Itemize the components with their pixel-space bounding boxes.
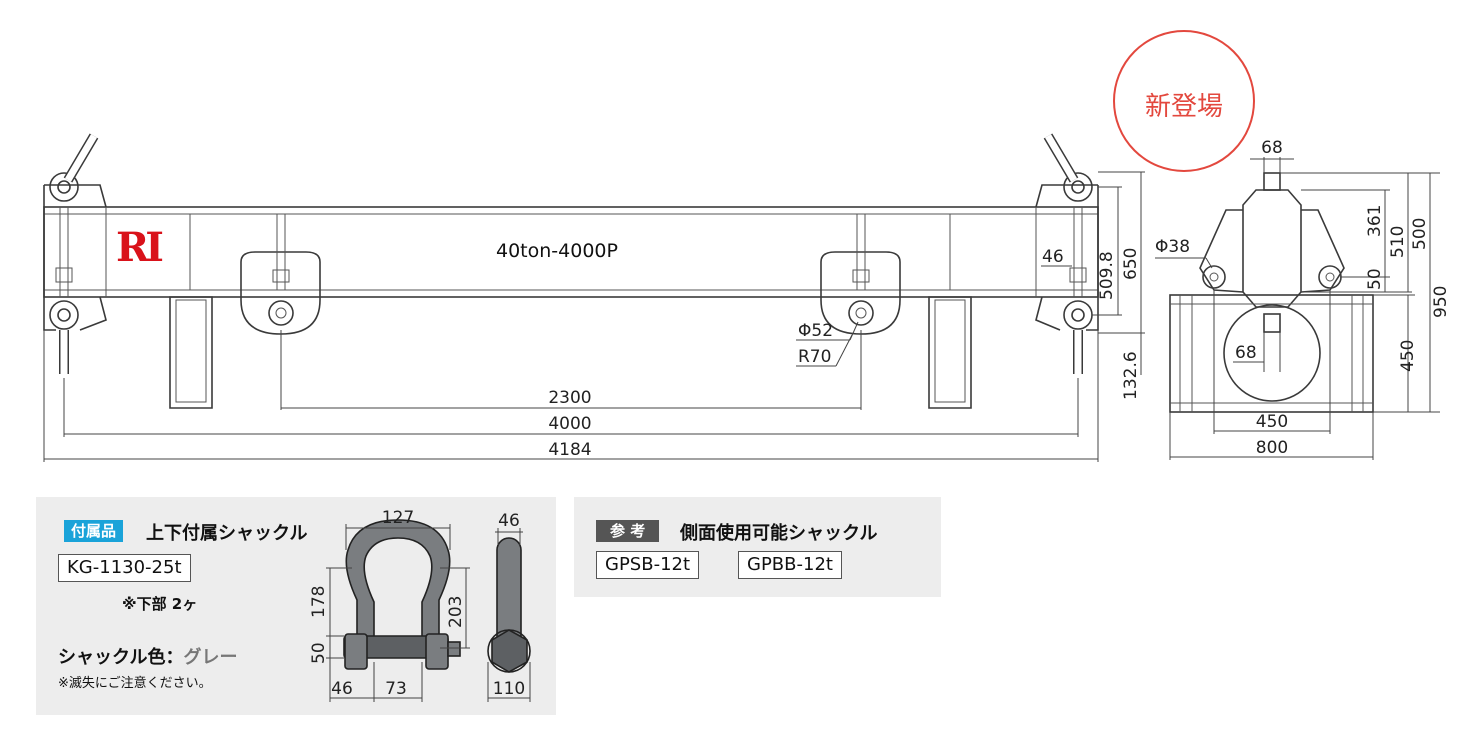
reference-title: 側面使用可能シャックル (680, 523, 878, 544)
dim-50-shackle: 50 (309, 642, 329, 664)
dim-110: 110 (493, 679, 525, 699)
loss-warning: ※滅失にご注意ください。 (58, 676, 212, 691)
shackle-drawing (326, 519, 531, 702)
front-view (43, 133, 1145, 462)
dim-46-shackle-top: 46 (498, 511, 520, 531)
dim-509-8: 509.8 (1097, 251, 1117, 300)
dim-68-top: 68 (1261, 138, 1283, 158)
leg-left (169, 296, 213, 409)
lower-lug-right (820, 251, 901, 335)
dim-500: 500 (1410, 218, 1430, 250)
new-badge: 新登場 (1144, 92, 1223, 122)
top-right-pin (1063, 172, 1093, 202)
base-frame (1169, 294, 1374, 413)
dim-510: 510 (1388, 226, 1408, 258)
accessory-tag: 付属品 (64, 520, 124, 542)
dim-r70: R70 (798, 347, 831, 367)
dim-4184: 4184 (548, 440, 591, 460)
bottom-left-pin (49, 300, 79, 330)
accessory-part-number: KG-1130-25t (58, 554, 191, 582)
dim-203: 203 (446, 596, 466, 628)
hex-head (1242, 189, 1302, 308)
dim-2300: 2300 (548, 388, 591, 408)
lower-lug-left (240, 251, 321, 335)
dim-4000: 4000 (548, 414, 591, 434)
reference-part-gpsb: GPSB-12t (596, 551, 700, 579)
dim-650: 650 (1121, 248, 1141, 280)
dim-phi38: Φ38 (1155, 237, 1190, 257)
dim-132-6: 132.6 (1121, 351, 1141, 400)
dim-phi52: Φ52 (798, 321, 833, 341)
side-view (1155, 157, 1440, 460)
top-left-pin (49, 172, 79, 202)
dim-361: 361 (1365, 205, 1385, 237)
accessory-note: ※下部 2ヶ (122, 595, 198, 613)
new-badge-circle (1113, 30, 1255, 172)
lower-sheave (1223, 304, 1321, 402)
shackle-color-label: シャックル色： (58, 647, 184, 668)
dim-950: 950 (1431, 286, 1451, 318)
dim-127: 127 (382, 508, 414, 528)
side-pin-left (1202, 265, 1226, 289)
dim-73: 73 (385, 679, 407, 699)
accessory-title: 上下付属シャックル (146, 523, 308, 544)
model-label: 40ton-4000P (496, 240, 618, 262)
bottom-right-pin (1063, 300, 1093, 330)
reference-tag: 参 考 (596, 520, 660, 542)
dim-68-mid: 68 (1235, 343, 1257, 363)
dim-450-h: 450 (1256, 412, 1288, 432)
shackle-color: シャックル色：グレー (58, 643, 237, 669)
reference-panel (574, 497, 941, 597)
shackle-bow (345, 519, 451, 649)
brand-logo: RI (116, 224, 164, 271)
shackle-color-value: グレー (183, 647, 238, 668)
dim-46-front: 46 (1042, 247, 1064, 267)
dim-800: 800 (1256, 438, 1288, 458)
dim-46-shackle: 46 (331, 679, 353, 699)
dim-178: 178 (309, 586, 329, 618)
reference-part-gpbb: GPBB-12t (738, 551, 842, 579)
dim-450-v: 450 (1398, 340, 1418, 372)
leg-right (928, 296, 972, 409)
dim-50-side: 50 (1365, 268, 1385, 290)
